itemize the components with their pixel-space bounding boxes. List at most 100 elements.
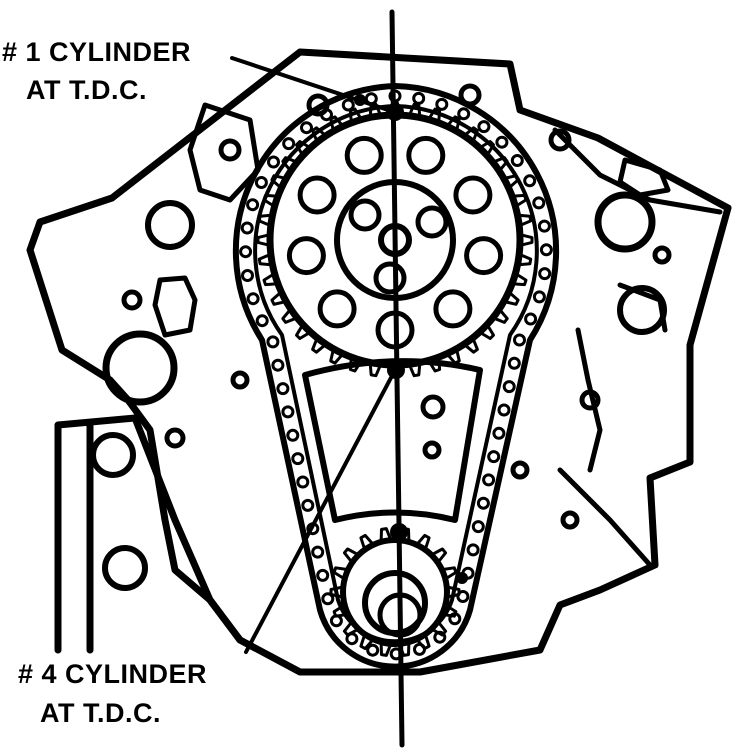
cam-sprocket-tooth (329, 115, 345, 133)
left-slot (152, 275, 198, 338)
chain-link (482, 473, 496, 487)
block-hole (218, 138, 242, 162)
block-hole (121, 289, 143, 311)
block-hole (560, 510, 580, 530)
cam-sprocket-tooth (262, 193, 280, 208)
left-bracket (54, 414, 244, 654)
chain-link (537, 219, 551, 233)
chain-link (301, 498, 315, 512)
block-hole (510, 460, 530, 480)
cam-sprocket-tooth (311, 126, 328, 144)
cam-sprocket-tooth (502, 174, 520, 190)
crank-sprocket-tooth (415, 533, 431, 552)
block-hole (164, 427, 186, 449)
cam-sprocket-hole (406, 135, 446, 175)
timing-chain-links (239, 89, 553, 661)
cam-sprocket-tooth (407, 102, 422, 119)
leader-line-top (230, 56, 396, 114)
chain-link (477, 120, 491, 134)
chain-link (239, 245, 253, 259)
chain-link (466, 543, 480, 557)
cam-hub-bolt (373, 261, 407, 295)
crank-sprocket-tooth (359, 533, 375, 552)
cam-sprocket-tooth (281, 156, 299, 173)
block-hole (420, 394, 446, 420)
chain-link (524, 312, 538, 326)
right-bore-upper (594, 191, 656, 253)
chain-link (321, 592, 335, 606)
right-bore-lower (617, 285, 667, 335)
chain-link (329, 614, 343, 628)
chain-link (254, 176, 268, 189)
cam-sprocket-tooth (510, 272, 528, 287)
cam-sprocket-tooth (516, 252, 533, 267)
chain-link (497, 403, 511, 417)
crank-sprocket-tooth (379, 527, 393, 544)
cam-sprocket-tooth (295, 140, 312, 157)
chain-link (532, 196, 546, 210)
cam-sprocket-hole (464, 236, 504, 276)
chain-link (457, 107, 471, 121)
chain-link (267, 155, 280, 169)
cam-sprocket-tooth (270, 174, 288, 190)
label-bottom-cylinder: # 4 CYLINDER (18, 659, 208, 689)
chain-link (435, 97, 449, 111)
cam-sprocket-tooth (462, 126, 479, 144)
cam-sprocket-tooth (427, 355, 442, 373)
right-slot (617, 157, 671, 198)
cam-sprocket-hole (344, 135, 384, 175)
chain-link (281, 405, 295, 419)
chain-link (502, 380, 516, 394)
chain-link (300, 121, 313, 135)
chain-link (510, 154, 524, 167)
cam-sprocket-tooth (256, 233, 272, 247)
chain-link (320, 108, 333, 122)
cam-sprocket-hole (433, 289, 473, 329)
cam-sprocket-tooth (348, 355, 363, 373)
crank-sprocket-tooth (332, 603, 350, 618)
block-hole (579, 389, 601, 411)
cam-sprocket-tooth (257, 213, 274, 228)
leader-line-bottom (244, 370, 396, 654)
chain-link (413, 642, 426, 656)
cam-sprocket-tooth (427, 107, 442, 125)
cam-sprocket-tooth (281, 307, 299, 324)
block-hole (422, 440, 442, 460)
cam-timing-mark-lower (387, 361, 405, 379)
chain-link (276, 382, 290, 396)
chain-link (266, 335, 280, 349)
chain-link (345, 632, 359, 646)
cam-sprocket-tooth (478, 323, 495, 340)
chain-master-link-dot (354, 94, 366, 106)
chain-link (246, 292, 260, 306)
cam-sprocket-hole (453, 175, 493, 215)
chain-link (456, 590, 470, 603)
cam-sprocket-tooth (491, 307, 509, 324)
cam-sprocket-hole (297, 175, 337, 215)
cam-timing-mark (386, 103, 404, 121)
cam-sprocket-tooth (329, 347, 345, 365)
chain-master-link-dot (456, 572, 468, 584)
cam-sprocket-tooth (478, 140, 495, 157)
chain-link (286, 428, 300, 442)
chain-outer-path (232, 83, 560, 670)
chain-link (433, 630, 447, 644)
chain-link (487, 450, 501, 464)
cam-sprocket-tooth (407, 361, 422, 378)
chain-link (316, 568, 330, 582)
cam-sprocket-tooth (368, 361, 383, 378)
chain-link (532, 290, 546, 304)
cam-sprocket-tooth (462, 336, 479, 354)
left-bore-large (102, 330, 178, 406)
chain-link (539, 243, 553, 257)
cam-sprocket-tooth (445, 115, 461, 133)
chain-link (366, 643, 380, 657)
crank-sprocket-tooth (342, 620, 361, 637)
cam-sprocket-tooth (311, 336, 328, 354)
cam-sprocket-tooth (518, 233, 534, 247)
bracket-bolt-upper (90, 432, 136, 478)
crank-sprocket-tooth (359, 632, 375, 651)
crank-sprocket-tooth (332, 566, 350, 581)
chain-link (492, 426, 506, 440)
